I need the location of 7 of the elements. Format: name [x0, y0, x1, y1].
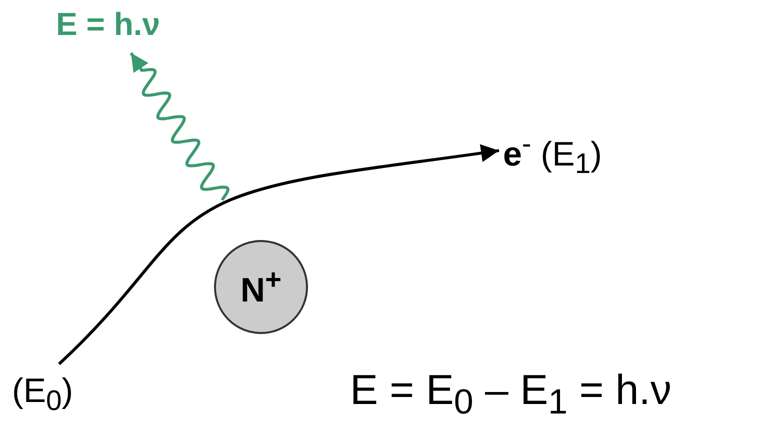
energy-label: (E$_{0}$) [12, 372, 74, 418]
photon-wave-arrow [130, 52, 230, 201]
electron-label: e$^{-}$ (E$_{1}$) [503, 128, 602, 182]
equation-label: E = E$_{0}$ – E$_{1}$ = h.ν [350, 366, 672, 422]
ion-label: N$^{+}$ [240, 264, 282, 310]
electron-path-arrow [58, 144, 500, 366]
photon-energy-label: E = h.ν [56, 6, 160, 43]
